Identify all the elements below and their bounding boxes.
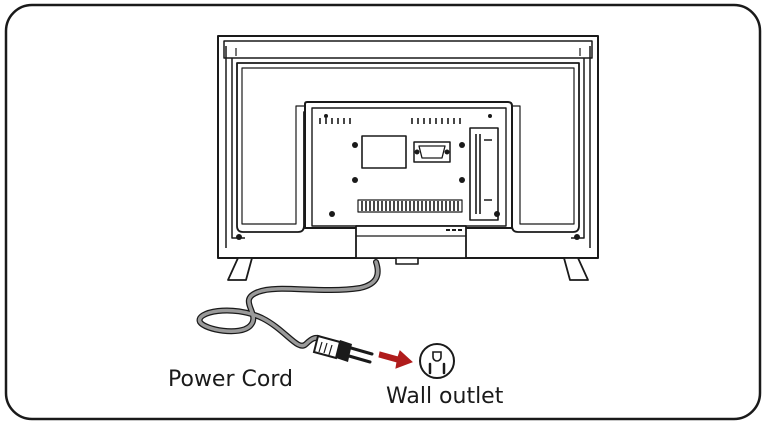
wall-outlet-label: Wall outlet [386,384,504,409]
mounting-screws [236,114,580,240]
bottom-housing [355,225,467,265]
wall-outlet-icon [419,343,455,379]
power-plug-icon [312,334,374,364]
insert-arrow-icon [378,350,413,369]
power-cord-label: Power Cord [168,367,293,392]
input-port [413,141,451,163]
left-foot [227,257,253,281]
power-cord [196,259,381,349]
bottom-vent [357,199,463,213]
top-vent [319,118,461,124]
right-foot [563,257,589,281]
rating-label-plate [361,135,407,169]
tv-rear-view [217,35,599,281]
side-connector-panel [469,127,499,221]
